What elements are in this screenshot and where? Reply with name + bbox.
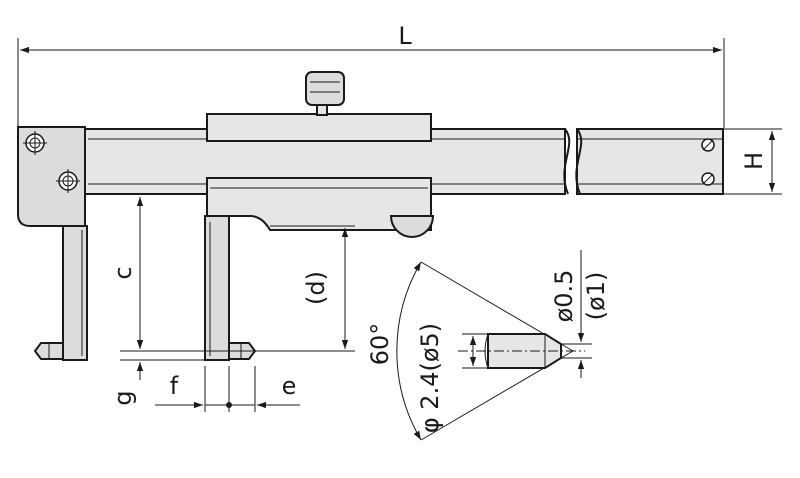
label-f: f	[170, 372, 179, 400]
fixed-jaw-head	[17, 126, 86, 227]
dimension-H: H	[724, 128, 782, 195]
label-c: c	[109, 266, 137, 279]
head-screw-1	[23, 131, 47, 155]
label-point-diameter: φ 2.4(ø5)	[416, 323, 444, 433]
tip-detail: 60° φ 2.4(ø5) ø0.5 (ø1)	[366, 250, 610, 441]
dimension-c: c	[109, 193, 205, 349]
slider	[206, 71, 435, 238]
label-L: L	[398, 22, 412, 50]
label-angle: 60°	[366, 323, 394, 366]
label-d: (d)	[302, 271, 330, 305]
label-e: e	[282, 372, 297, 400]
label-tip-diameter-alt: (ø1)	[582, 272, 610, 321]
fixed-jaw-leg	[33, 225, 88, 361]
end-screw-bottom	[701, 172, 715, 186]
slider-jaw-leg	[204, 215, 257, 361]
dimension-d: (d)	[270, 225, 355, 349]
head-screw-2	[56, 169, 80, 193]
thumb-roller	[389, 215, 435, 238]
lock-screw	[305, 71, 345, 116]
label-tip-diameter: ø0.5	[550, 270, 578, 323]
label-H: H	[740, 152, 768, 170]
end-screw-top	[701, 138, 715, 152]
label-g: g	[109, 390, 137, 405]
dimension-f-e: f e	[155, 366, 300, 412]
dimension-g: g	[109, 330, 144, 406]
dimension-L: L	[17, 22, 725, 128]
